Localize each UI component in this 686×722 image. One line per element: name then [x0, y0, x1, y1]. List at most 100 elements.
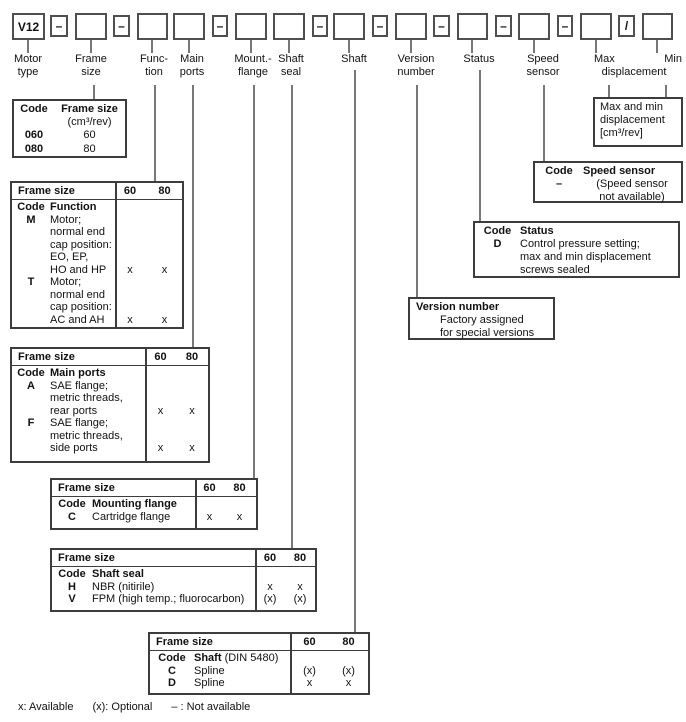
- field-label-status: Status: [463, 53, 495, 65]
- connector-max-displacement: [608, 85, 610, 97]
- mounting-flange-col-60: 60: [203, 482, 216, 494]
- frame-table-name-header: Frame size: [61, 103, 118, 115]
- main-ports-table: Frame size 60 80 Code Main ports A SAE f…: [10, 347, 210, 463]
- stub-shaft: [348, 40, 350, 53]
- shaft-seal-code-header: Code: [58, 568, 86, 580]
- shaft-desc-D: Spline: [194, 677, 225, 689]
- shaft-col-80: 80: [342, 636, 355, 648]
- code-box-frame-size: [75, 13, 107, 40]
- mounting-flange-code-header: Code: [58, 498, 86, 510]
- connector-function: [154, 85, 156, 181]
- function-desc-T: Motor; normal end cap position: AC and A…: [50, 276, 112, 326]
- stub-main-ports: [188, 40, 190, 53]
- connector-shaft-seal: [291, 85, 293, 548]
- mounting-flange-name-header: Mounting flange: [92, 498, 177, 510]
- main-ports-col-60: 60: [154, 351, 167, 363]
- code-box-mounting-flange: [235, 13, 267, 40]
- mounting-flange-col-80: 80: [233, 482, 246, 494]
- function-desc-M: Motor; normal end cap position: EO, EP, …: [50, 213, 112, 276]
- legend-available: x: Available: [18, 701, 74, 713]
- shaft-seal-H-60: x: [267, 580, 273, 593]
- stub-status: [471, 40, 473, 53]
- frame-table-code-header: Code: [20, 103, 48, 115]
- shaft-seal-V-80: (x): [293, 593, 307, 605]
- function-table-divider: [115, 183, 117, 327]
- stub-version-number: [410, 40, 412, 53]
- connector-version-number: [416, 85, 418, 297]
- main-ports-table-divider: [145, 349, 147, 461]
- shaft-seal-H-80: x: [297, 580, 303, 593]
- main-ports-code-header: Code: [17, 367, 45, 379]
- speed-sensor-code-dash: –: [555, 178, 563, 190]
- separator-dash-3: –: [212, 15, 228, 37]
- status-code-D: D: [493, 238, 502, 250]
- main-ports-F-80: x: [189, 442, 195, 454]
- mounting-flange-C-60: x: [206, 510, 213, 523]
- code-box-shaft-seal: [273, 13, 305, 40]
- shaft-seal-frame-header: Frame size: [58, 552, 115, 564]
- version-number-title: Version number: [416, 301, 500, 313]
- connector-min-displacement: [665, 85, 667, 97]
- connector-speed-sensor: [543, 85, 545, 161]
- shaft-seal-code-V: V: [68, 593, 76, 605]
- connector-shaft: [354, 70, 356, 632]
- main-ports-F-60: x: [157, 442, 164, 454]
- separator-dash-7: –: [495, 15, 512, 37]
- code-box-version-number: [395, 13, 427, 40]
- code-box-main-ports: [173, 13, 205, 40]
- function-name-header: Function: [50, 201, 97, 213]
- shaft-col-60: 60: [303, 636, 316, 648]
- shaft-code-D: D: [168, 677, 176, 689]
- label-max: Max: [594, 53, 615, 65]
- shaft-frame-header: Frame size: [156, 636, 213, 648]
- code-box-shaft: [333, 13, 365, 40]
- code-box-status: [457, 13, 488, 40]
- shaft-seal-V-60: (x): [263, 593, 277, 605]
- separator-dash-8: –: [557, 15, 573, 37]
- stub-shaft-seal: [288, 40, 290, 53]
- shaft-code-header: Code: [158, 652, 186, 664]
- stub-frame-size: [90, 40, 92, 53]
- frame-code-060: 060: [24, 129, 44, 141]
- shaft-table: Frame size 60 80 Code Shaft (DIN 5480) C…: [148, 632, 370, 695]
- function-table: Frame size 60 80 Code Function M Motor; …: [10, 181, 184, 329]
- field-label-mounting-flange: Mount.-flange: [234, 53, 272, 78]
- label-min: Min: [664, 53, 682, 65]
- code-box-function: [137, 13, 168, 40]
- frame-code-080: 080: [24, 142, 44, 155]
- shaft-seal-table-divider: [255, 550, 257, 610]
- speed-sensor-name-header: Speed sensor: [583, 165, 656, 177]
- main-ports-col-80: 80: [185, 351, 199, 363]
- shaft-name-header: Shaft (DIN 5480): [194, 652, 279, 664]
- shaft-code-C: C: [168, 664, 176, 677]
- connector-mounting-flange: [253, 85, 255, 478]
- separator-dash-2: –: [113, 15, 130, 37]
- stub-function: [151, 40, 153, 53]
- stub-mounting-flange: [250, 40, 252, 53]
- function-code-M: M: [26, 213, 36, 226]
- speed-sensor-box: Code Speed sensor – (Speed sensor not av…: [533, 161, 683, 203]
- legend: x: Available (x): Optional – : Not avail…: [18, 701, 250, 714]
- speed-sensor-desc: (Speed sensor not available): [596, 178, 668, 203]
- function-T-80: x: [161, 313, 168, 326]
- shaft-seal-name-header: Shaft seal: [92, 568, 144, 580]
- max-min-displacement-box: Max and min displacement [cm³/rev]: [593, 97, 683, 147]
- stub-min-displacement: [656, 40, 658, 53]
- version-number-desc: Factory assigned for special versions: [440, 314, 535, 339]
- shaft-seal-desc-H: NBR (nitirile): [92, 580, 155, 593]
- stub-max-displacement: [595, 40, 597, 53]
- main-ports-desc-A: SAE flange; metric threads, rear ports: [50, 379, 123, 417]
- mounting-flange-desc-C: Cartridge flange: [92, 510, 171, 523]
- max-min-displacement-text: Max and min displacement [cm³/rev]: [600, 101, 665, 139]
- separator-dash-6: –: [433, 15, 450, 37]
- main-ports-code-A: A: [27, 379, 35, 392]
- legend-not-available: – : Not available: [171, 701, 251, 713]
- shaft-C-80: (x): [342, 664, 355, 677]
